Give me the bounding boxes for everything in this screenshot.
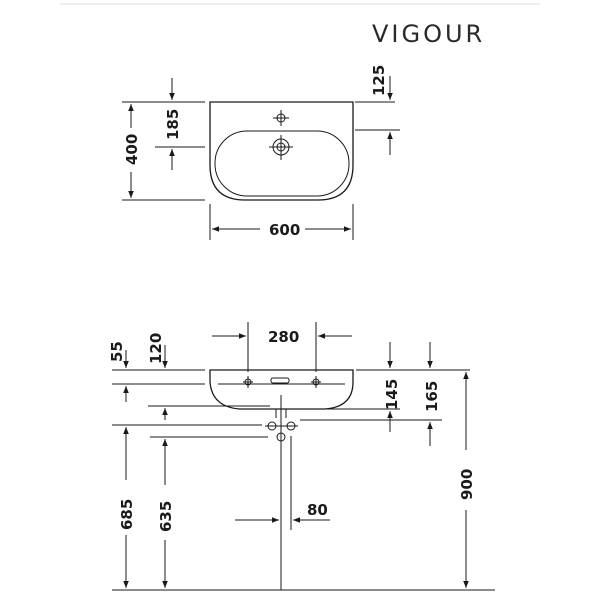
dim-55-label: 55 xyxy=(108,341,126,362)
dim-685-label: 685 xyxy=(118,499,136,530)
dim-width-label: 600 xyxy=(269,221,300,239)
dim-120-label: 120 xyxy=(147,333,165,364)
dim-depth-label: 400 xyxy=(123,134,141,165)
brand-title: VIGOUR xyxy=(372,20,485,48)
top-view: 400 185 125 600 xyxy=(122,65,400,240)
waste-outlet xyxy=(276,432,286,442)
dim-185-label: 185 xyxy=(164,109,182,140)
front-view: 280 55 120 685 635 145 xyxy=(108,322,495,591)
dim-125-label: 125 xyxy=(370,65,388,96)
dim-900-label: 900 xyxy=(458,469,476,500)
dim-280-label: 280 xyxy=(268,328,299,346)
dim-145-label: 145 xyxy=(383,379,401,410)
overflow-slot xyxy=(270,377,290,384)
dim-80-label: 80 xyxy=(307,501,328,519)
basin-bowl-top xyxy=(214,130,350,197)
dim-165-label: 165 xyxy=(423,381,441,412)
basin-outline-top xyxy=(209,101,354,201)
dim-635-label: 635 xyxy=(157,501,175,532)
